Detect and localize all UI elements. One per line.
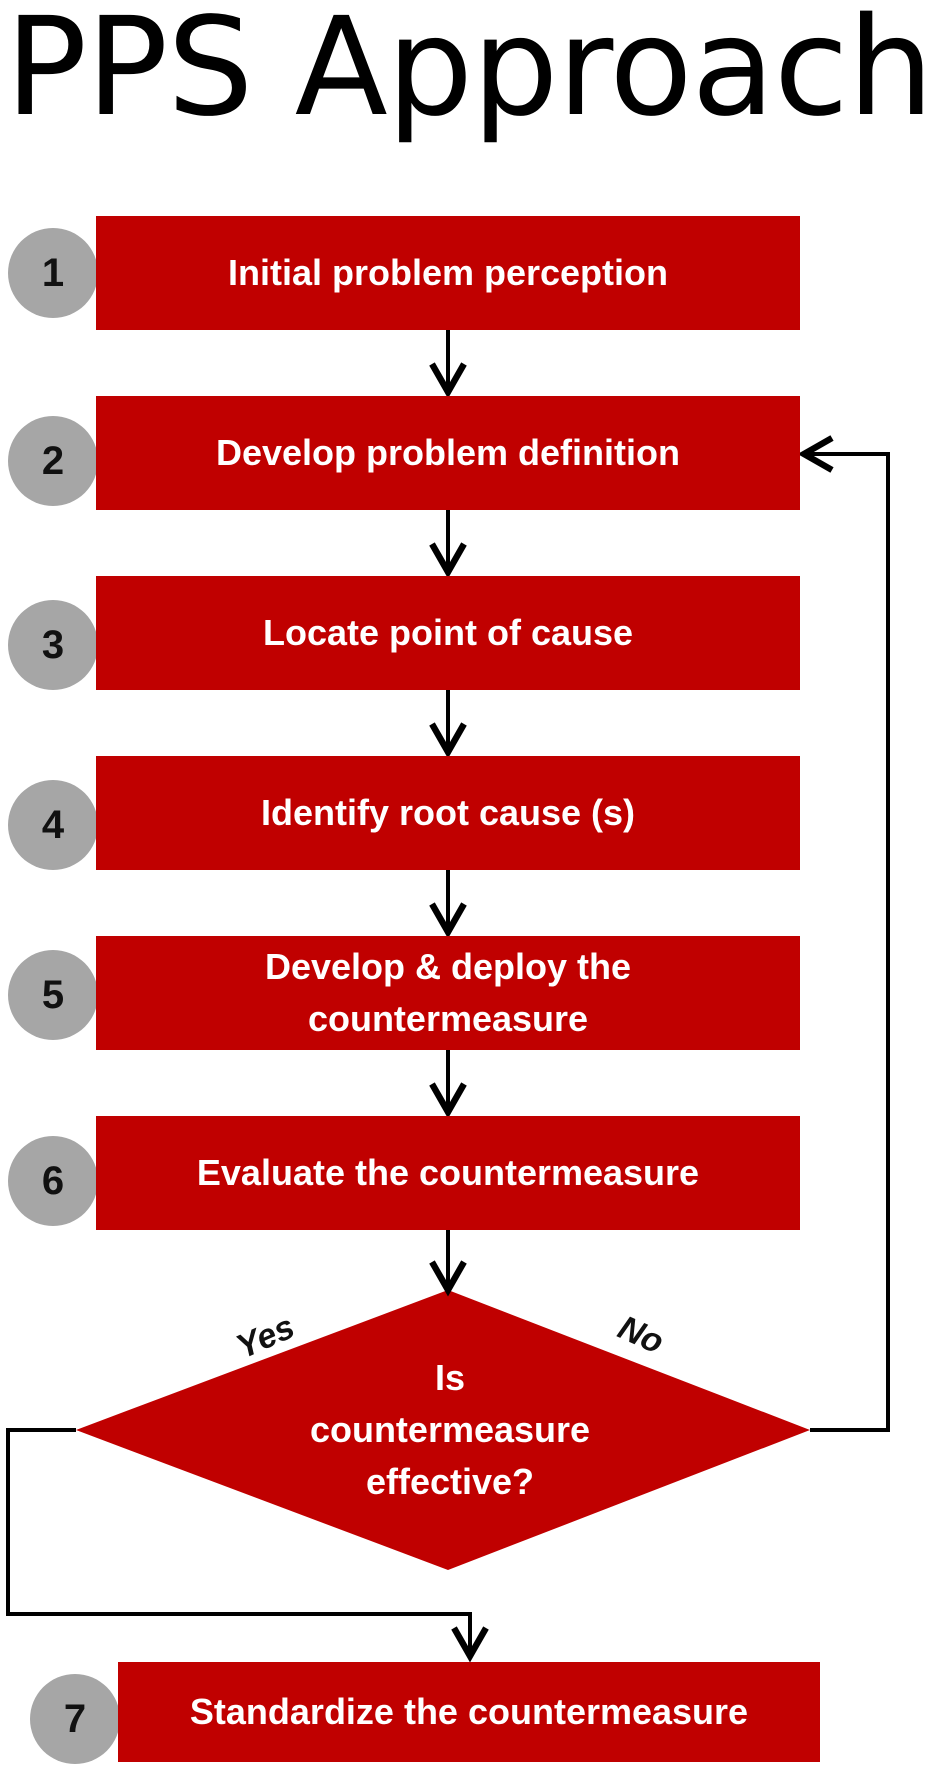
step-1-badge: 1 [8,228,98,318]
step-2-badge: 2 [8,416,98,506]
step-5-badge: 5 [8,950,98,1040]
step-7-badge: 7 [30,1674,120,1764]
step-5-box: Develop & deploy the countermeasure [96,936,800,1050]
decision-label: Is countermeasure effective? [309,1357,591,1502]
step-3-badge: 3 [8,600,98,690]
step-6-box: Evaluate the countermeasure [96,1116,800,1230]
page-title: PPS Approach [5,0,934,147]
step-3-box: Locate point of cause [96,576,800,690]
step-4-box: Identify root cause (s) [96,756,800,870]
arrow-no-loop [797,435,890,1432]
step-2-box: Develop problem definition [96,396,800,510]
step-6-badge: 6 [8,1136,98,1226]
step-7-box: Standardize the countermeasure [118,1662,820,1762]
step-1-box: Initial problem perception [96,216,800,330]
step-4-badge: 4 [8,780,98,870]
arrow-yes-path [6,1428,489,1663]
decision-diamond [76,1290,810,1570]
